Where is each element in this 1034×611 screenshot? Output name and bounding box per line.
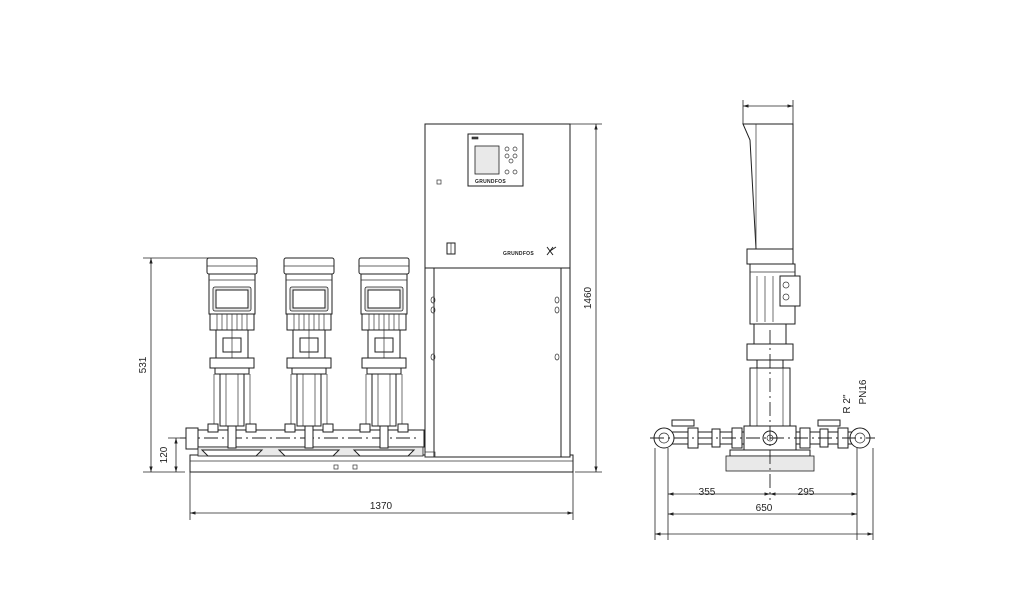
dim-side-total: 650 (756, 503, 773, 514)
dim-pump-height: 531 (138, 356, 149, 373)
control-panel: GRUNDFOS (467, 133, 524, 187)
connection-pressure: PN16 (858, 379, 869, 404)
dim-cabinet-height: 1460 (583, 286, 594, 309)
cabinet-logo: GRUNDFOS (503, 251, 534, 257)
panel-logo: GRUNDFOS (475, 179, 506, 185)
side-motor (746, 248, 801, 325)
dimension-lines: 531 120 1460 1370 355 295 650 R 2" (138, 100, 874, 540)
dim-total-width: 1370 (370, 501, 393, 512)
brand-mark-icon (546, 246, 557, 256)
pump-2 (277, 257, 341, 457)
pump-1 (200, 257, 264, 457)
front-view: GRUNDFOS GRUNDFOS (180, 123, 574, 473)
control-cabinet: GRUNDFOS GRUNDFOS (424, 123, 571, 458)
dim-side-right: 295 (798, 487, 815, 498)
dim-manifold-height: 120 (159, 446, 170, 463)
base-frame (189, 454, 574, 473)
side-view (650, 123, 875, 500)
side-cabinet (742, 123, 794, 250)
dim-side-left: 355 (699, 487, 716, 498)
side-pipes (650, 330, 875, 500)
connection-thread: R 2" (842, 394, 853, 414)
pump-3 (352, 257, 416, 457)
